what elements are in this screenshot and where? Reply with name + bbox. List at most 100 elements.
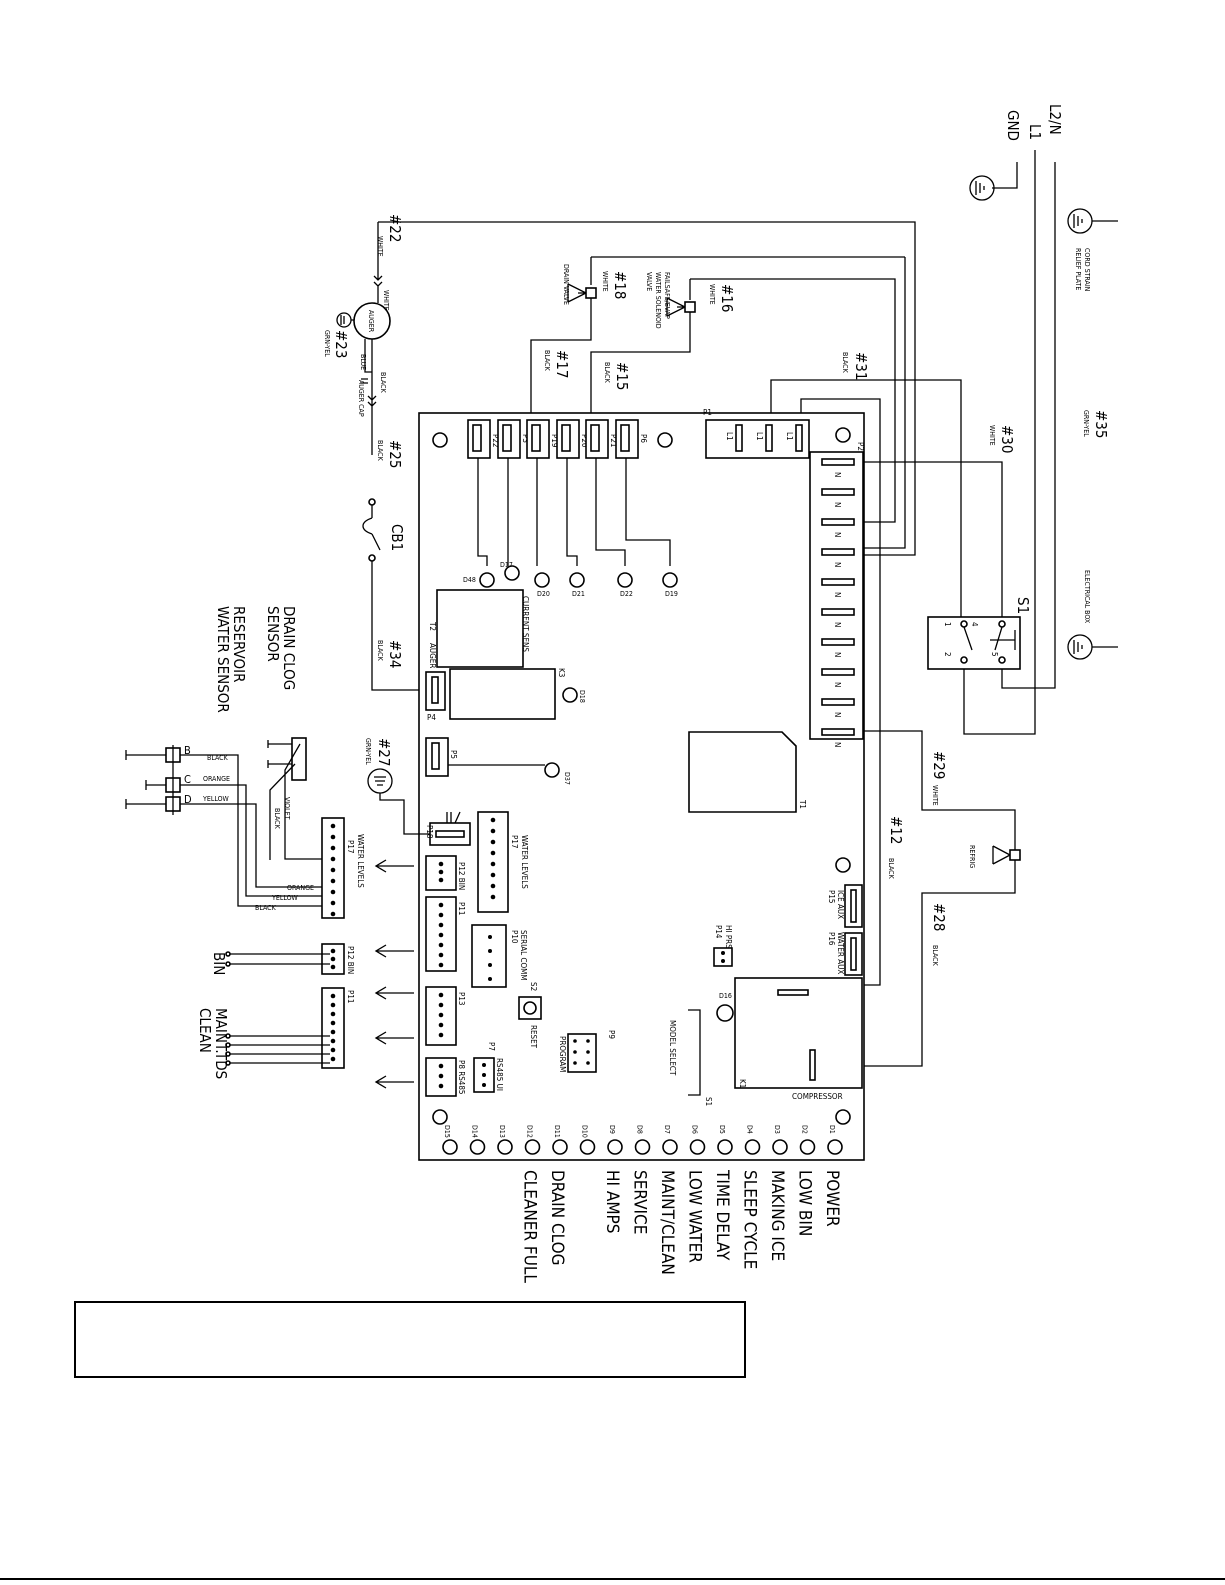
w27-num: #27	[375, 738, 393, 766]
svg-text:P11: P11	[457, 902, 466, 916]
status-led	[662, 1139, 678, 1155]
svg-text:COMPRESSOR: COMPRESSOR	[792, 1092, 843, 1101]
svg-text:C: C	[184, 773, 191, 786]
w31-color: BLACK	[841, 352, 849, 374]
cord-strain-ground-icon	[1067, 208, 1118, 234]
status-led-id: D12	[526, 1125, 534, 1138]
svg-text:P3: P3	[521, 434, 530, 443]
status-led	[689, 1139, 706, 1155]
svg-text:D48: D48	[463, 576, 476, 584]
svg-text:P12 BIN: P12 BIN	[346, 946, 355, 974]
status-led-label: MAINT/CLEAN	[657, 1170, 677, 1275]
w22-color: WHITE	[376, 236, 384, 257]
transformer-t2	[436, 589, 524, 668]
connector-pin	[438, 922, 444, 928]
svg-text:T1: T1	[798, 799, 807, 809]
connector-pin	[490, 894, 496, 900]
connector-arrow	[374, 1031, 414, 1045]
svg-text:D37: D37	[563, 772, 571, 785]
w17-num: #17	[553, 350, 571, 378]
svg-text:P8 RS485: P8 RS485	[457, 1060, 466, 1095]
drain-clog-label-2: SENSOR	[264, 606, 282, 662]
p2-pin-label: N	[833, 532, 842, 537]
auger-circuit: #22 WHITE WHITE AUGER #23 GRN-YEL BLUE B…	[323, 214, 916, 691]
status-led	[524, 1139, 541, 1155]
orange-wire-label: ORANGE	[203, 775, 230, 783]
p2-pin	[821, 728, 855, 736]
connector-arrow	[374, 944, 414, 958]
connector-pin	[438, 962, 444, 968]
connector-pin	[330, 1038, 336, 1044]
svg-text:RS485 UI: RS485 UI	[495, 1058, 504, 1091]
connector-pin	[330, 964, 336, 970]
l2n-label: L2/N	[1046, 104, 1064, 135]
status-led-id: D6	[691, 1125, 699, 1134]
svg-text:D: D	[184, 793, 192, 806]
blue-wire-label: BLUE	[359, 354, 367, 370]
connector-pin	[438, 1083, 444, 1089]
status-led-label: MAKING ICE	[767, 1170, 787, 1261]
p2-pin	[821, 608, 855, 616]
refrig-valve-icon	[992, 845, 1011, 865]
svg-text:D22: D22	[620, 590, 633, 598]
reservoir-label-2: WATER SENSOR	[214, 606, 232, 713]
tds-label: TDS	[212, 1051, 230, 1079]
w16-color: WHITE	[708, 284, 716, 305]
svg-text:ORANGE: ORANGE	[287, 884, 314, 892]
connector-pin	[438, 942, 444, 948]
connector-pin	[330, 845, 336, 851]
p2-pin-label: N	[833, 502, 842, 507]
status-led	[442, 1139, 458, 1155]
w22-num: #22	[386, 214, 404, 242]
p2-pin	[821, 578, 855, 586]
connector-pin	[330, 1047, 336, 1053]
connector-pin	[438, 869, 444, 875]
connector-pin	[438, 1022, 444, 1028]
svg-text:D19: D19	[665, 590, 678, 598]
connector-pin	[330, 911, 336, 917]
status-led-id: D10	[581, 1125, 589, 1138]
status-led-label: CLEANER FULL	[520, 1170, 540, 1283]
status-led-id: D8	[636, 1125, 644, 1134]
w34-num: #34	[386, 640, 404, 668]
l1-wire	[963, 150, 1036, 735]
p2-pin-label: N	[833, 712, 842, 717]
svg-text:S1: S1	[704, 1097, 713, 1106]
ground-27: #27 GRN-YEL	[364, 738, 430, 835]
w22-wire	[378, 221, 916, 556]
w35-color: GRN-YEL	[1082, 410, 1090, 437]
svg-text:K1: K1	[738, 1079, 747, 1088]
status-led	[772, 1139, 788, 1155]
svg-text:P12 BIN: P12 BIN	[457, 862, 466, 890]
svg-text:BLACK: BLACK	[255, 904, 277, 912]
drain-clog-label-1: DRAIN CLOG	[280, 606, 298, 690]
svg-text:1: 1	[943, 622, 952, 627]
connector-arrow	[374, 859, 414, 873]
svg-text:P22: P22	[491, 434, 500, 448]
p2-pin-label: N	[833, 742, 842, 747]
switch-s1: S1 1 4 2 5	[927, 597, 1032, 670]
sensors: DRAIN CLOG SENSOR RESERVOIR WATER SENSOR…	[125, 606, 365, 1079]
connector-p9	[567, 1033, 597, 1073]
w29-color: WHITE	[931, 785, 939, 806]
electrical-box-ground-icon	[1067, 634, 1118, 660]
external-wires: #31 BLACK #30 WHITE #29 WHITE REFRIG #28…	[770, 352, 1021, 1067]
bottom-rule	[0, 1578, 1225, 1580]
gnd-label: GND	[1004, 110, 1022, 141]
yellow-wire-label: YELLOW	[202, 795, 230, 803]
black-wire-label-3: BLACK	[207, 754, 229, 762]
s1-label: S1	[1014, 597, 1032, 614]
status-led-label: POWER	[822, 1170, 842, 1227]
status-led-label: TIME DELAY	[712, 1169, 732, 1261]
status-led-id: D11	[553, 1125, 561, 1138]
svg-text:P20: P20	[580, 434, 589, 448]
connector-pin	[438, 992, 444, 998]
w17-color: BLACK	[543, 350, 551, 372]
w18-color: WHITE	[601, 271, 609, 292]
svg-text:MODEL SELECT: MODEL SELECT	[668, 1020, 677, 1076]
svg-text:T2: T2	[428, 621, 437, 631]
connector-pin	[330, 993, 336, 999]
cb1-label: CB1	[388, 524, 406, 551]
relay-k1	[734, 977, 863, 1089]
